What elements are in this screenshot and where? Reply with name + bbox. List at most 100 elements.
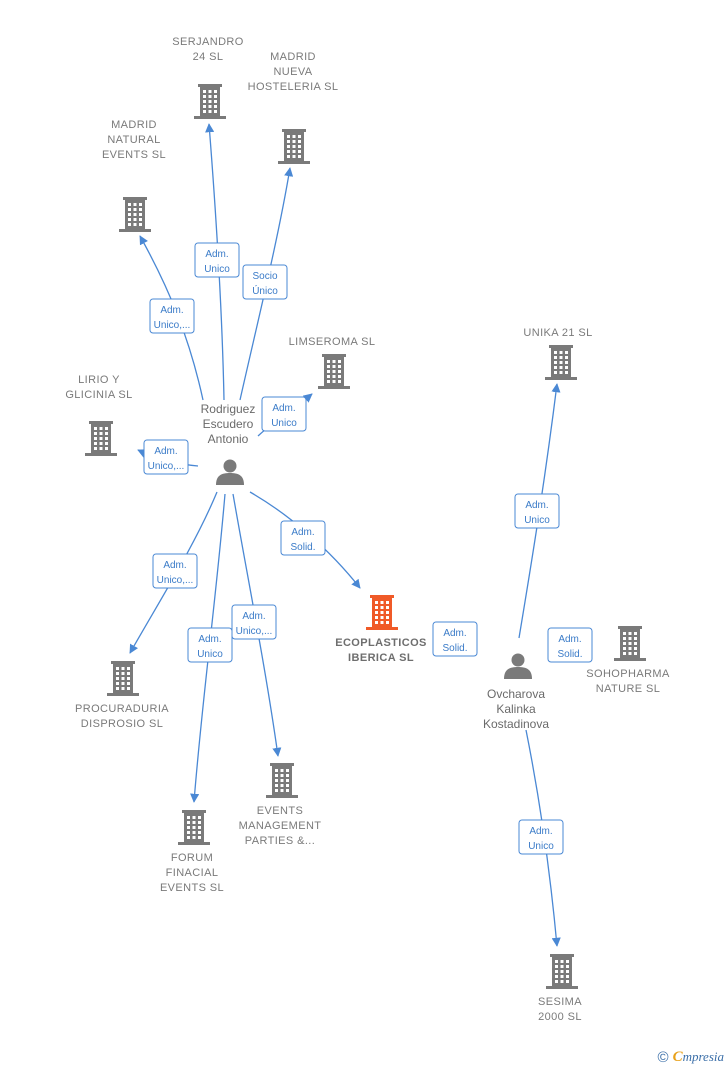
building-window: [566, 965, 569, 968]
footer-brand[interactable]: © Cmpresia: [658, 1049, 724, 1066]
edge-label-ovc-ecoplasticos[interactable]: Adm.Solid.: [432, 621, 478, 657]
brand-logo[interactable]: Cmpresia: [672, 1049, 724, 1065]
building-window: [99, 432, 103, 435]
edge-label-line: Único: [252, 284, 278, 297]
building-window: [116, 672, 119, 675]
building-base: [107, 693, 139, 696]
building-window: [555, 965, 558, 968]
building-icon-madrid-nueva[interactable]: [278, 129, 310, 164]
building-window: [292, 155, 296, 158]
edge-label-line: Adm.: [529, 826, 552, 837]
building-icon-unika[interactable]: [545, 345, 577, 380]
edge-label-rod-lirio[interactable]: Adm.Unico,...: [143, 439, 189, 475]
building-window: [116, 682, 119, 685]
building-icon-ecoplasticos[interactable]: [366, 595, 398, 630]
edge-label-text: Adm.Unico,...: [148, 446, 185, 472]
edge-label-rod-madrid-natural[interactable]: Adm.Unico,...: [149, 298, 195, 334]
building-window: [286, 769, 289, 772]
building-window: [298, 135, 301, 138]
building-window: [198, 816, 201, 819]
edge-label-line: Unico: [204, 264, 230, 275]
building-window: [554, 366, 557, 369]
building-window: [94, 427, 97, 430]
building-icon-madrid-natural[interactable]: [119, 197, 151, 232]
building-window: [214, 110, 217, 113]
building-window: [565, 366, 568, 369]
building-window: [105, 447, 108, 450]
edge-label-rod-forum[interactable]: Adm.Unico: [187, 627, 233, 663]
edge-label-text: Adm.Unico: [524, 500, 550, 526]
edge-label-box: [187, 627, 233, 663]
building-window: [208, 100, 212, 103]
edge-label-box: [152, 553, 198, 589]
building-icon-procuraduria[interactable]: [107, 661, 139, 696]
building-window: [99, 442, 103, 445]
building-window: [133, 203, 137, 206]
edge-label-ovc-unika[interactable]: Adm.Unico: [514, 493, 560, 529]
building-window: [380, 616, 384, 619]
building-window: [127, 677, 130, 680]
building-icon-serjandro[interactable]: [194, 84, 226, 119]
building-icon-limseroma[interactable]: [318, 354, 350, 389]
building-window: [94, 447, 97, 450]
building-window: [634, 652, 637, 655]
building-window: [327, 360, 330, 363]
building-window: [198, 826, 201, 829]
building-window: [386, 606, 389, 609]
company-label-ecoplasticos-line: IBERICA SL: [348, 652, 414, 664]
edge-label-ovc-sesima[interactable]: Adm.Unico: [518, 819, 564, 855]
edge-label-line: Solid.: [557, 649, 582, 660]
building-window: [375, 616, 378, 619]
building-base: [614, 658, 646, 661]
building-window: [338, 375, 341, 378]
building-icon-lirio[interactable]: [85, 421, 117, 456]
company-label-madrid-natural-line: MADRID: [111, 119, 157, 131]
building-window: [332, 380, 336, 383]
building-window: [287, 135, 290, 138]
person-icon-rodriguez[interactable]: [216, 459, 244, 486]
building-roof: [182, 810, 206, 813]
edge-label-rod-events[interactable]: Adm.Unico,...: [231, 604, 277, 640]
building-window: [280, 769, 284, 772]
edge-label-rod-procuraduria[interactable]: Adm.Unico,...: [152, 553, 198, 589]
building-window: [105, 432, 108, 435]
building-window: [554, 356, 557, 359]
building-window: [198, 831, 201, 834]
building-window: [94, 442, 97, 445]
building-base: [318, 386, 350, 389]
building-window: [286, 784, 289, 787]
company-label-sesima-line: 2000 SL: [538, 1011, 582, 1023]
company-label-limseroma: LIMSEROMA SL: [289, 336, 376, 348]
building-window: [628, 647, 632, 650]
building-window: [208, 90, 212, 93]
person-icon-ovcharova[interactable]: [504, 653, 532, 680]
edge-label-text: Adm.Unico,...: [157, 560, 194, 586]
building-icon-forum[interactable]: [178, 810, 210, 845]
copyright-symbol: ©: [657, 1049, 669, 1066]
building-window: [555, 960, 558, 963]
edge-label-line: Unico,...: [154, 320, 191, 331]
building-window: [565, 356, 568, 359]
edge-label-rod-serjandro[interactable]: Adm.Unico: [194, 242, 240, 278]
building-icon-sesima[interactable]: [546, 954, 578, 989]
building-window: [327, 380, 330, 383]
edge-label-rod-ecoplasticos[interactable]: Adm.Solid.: [280, 520, 326, 556]
edge-label-rod-limseroma[interactable]: Adm.Unico: [261, 396, 307, 432]
building-icon-sohopharma[interactable]: [614, 626, 646, 661]
edge-label-ovc-sohopharma[interactable]: Adm.Solid.: [547, 627, 593, 663]
building-window: [555, 970, 558, 973]
building-window: [121, 677, 125, 680]
building-icon-events[interactable]: [266, 763, 298, 798]
building-window: [214, 90, 217, 93]
building-window: [327, 370, 330, 373]
building-window: [628, 652, 632, 655]
building-window: [559, 356, 563, 359]
building-window: [380, 611, 384, 614]
building-window: [560, 960, 564, 963]
building-window: [338, 370, 341, 373]
building-window: [327, 365, 330, 368]
